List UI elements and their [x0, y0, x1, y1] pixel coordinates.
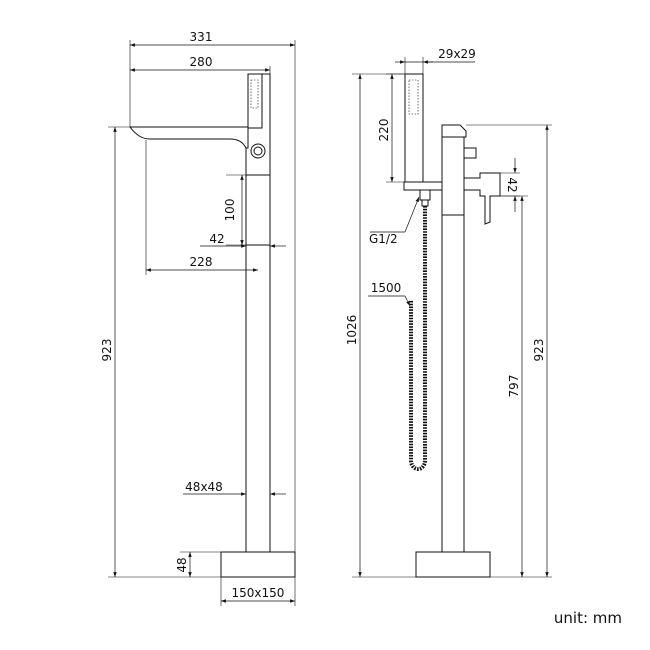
side-knob	[463, 147, 477, 159]
front-pipe	[245, 244, 271, 553]
dim-label-42-front: 42	[209, 232, 224, 246]
side-hose	[409, 206, 427, 471]
side-pipe	[441, 214, 465, 553]
front-base	[220, 551, 296, 578]
dim-label-29x29: 29x29	[438, 47, 476, 61]
front-handshower	[247, 73, 263, 129]
dim-label-280: 280	[190, 55, 213, 69]
dim-label-923-front: 923	[100, 339, 114, 362]
front-diverter	[245, 174, 271, 246]
dim-label-220: 220	[377, 119, 391, 142]
front-spout	[128, 126, 249, 149]
label-1500: 1500	[371, 281, 402, 295]
side-upper-body	[441, 136, 465, 216]
dim-label-331: 331	[190, 30, 213, 44]
dim-label-42-side: 42	[505, 177, 519, 192]
dim-label-48-base: 48	[175, 557, 189, 572]
dim-label-1026: 1026	[345, 315, 359, 346]
dim-label-923-side: 923	[532, 339, 546, 362]
front-view: 331 280 100 42 228 923 48x48 48	[100, 30, 296, 606]
unit-label: unit: mm	[554, 609, 622, 627]
leader-g12	[404, 196, 420, 233]
side-connector	[419, 190, 431, 207]
side-holder	[403, 181, 443, 191]
label-g12: G1/2	[369, 232, 398, 246]
side-handshower	[404, 73, 424, 183]
dim-label-797: 797	[507, 375, 521, 398]
side-spout	[441, 124, 467, 138]
side-handshower-face	[408, 79, 419, 115]
front-knob-inner	[253, 146, 263, 156]
dim-label-100: 100	[223, 199, 237, 222]
dim-label-228: 228	[190, 255, 213, 269]
side-handle	[464, 172, 501, 225]
front-knob	[250, 143, 266, 159]
dim-label-48x48: 48x48	[185, 480, 223, 494]
side-view: 29x29 220 1026 G1/2 1500 42 797	[345, 47, 552, 578]
dim-label-150x150: 150x150	[232, 586, 285, 600]
side-base	[415, 551, 491, 578]
front-handshower-face	[250, 79, 259, 109]
